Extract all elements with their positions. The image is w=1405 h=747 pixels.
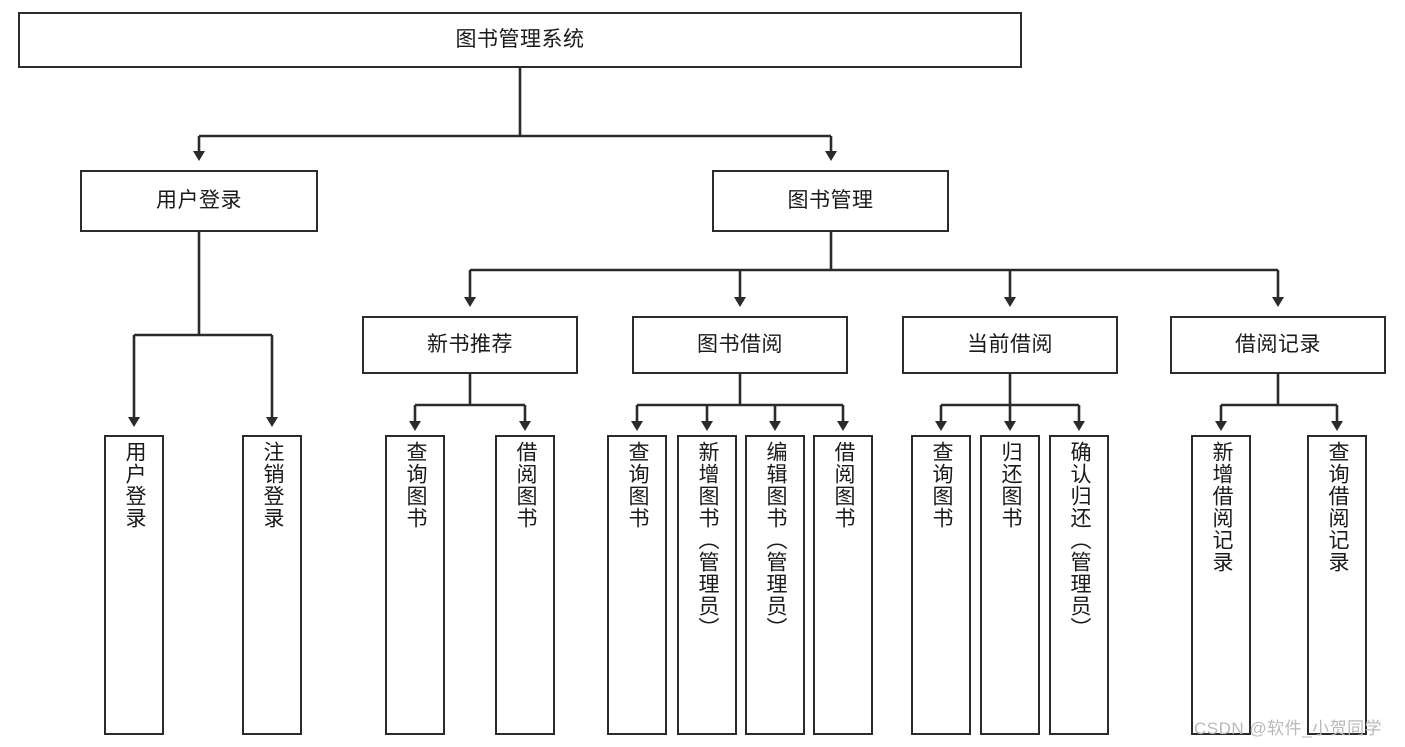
node-label: 新书推荐: [427, 332, 513, 356]
node-book-borrow[interactable]: 图书借阅: [632, 316, 848, 374]
node-label: 编辑图书（管理员）: [764, 441, 788, 639]
node-label: 图书管理系统: [455, 27, 585, 51]
leaf-recommend-borrow-book[interactable]: 借阅图书: [495, 435, 555, 735]
leaf-record-query-record[interactable]: 查询借阅记录: [1307, 435, 1367, 735]
node-label: 归还图书: [999, 441, 1023, 529]
leaf-borrow-borrow-book[interactable]: 借阅图书: [813, 435, 873, 735]
leaf-current-query-book[interactable]: 查询图书: [911, 435, 971, 735]
leaf-borrow-edit-book-admin[interactable]: 编辑图书（管理员）: [745, 435, 805, 735]
node-label: 当前借阅: [967, 332, 1053, 356]
node-label: 新增图书（管理员）: [696, 441, 720, 639]
node-label: 查询借阅记录: [1326, 441, 1350, 573]
node-user-login[interactable]: 用户登录: [80, 170, 318, 232]
leaf-record-add-record[interactable]: 新增借阅记录: [1191, 435, 1251, 735]
leaf-user-login-logout[interactable]: 注销登录: [242, 435, 302, 735]
node-label: 查询图书: [930, 441, 954, 529]
node-label: 查询图书: [404, 441, 428, 529]
node-label: 用户登录: [123, 441, 147, 529]
node-label: 新增借阅记录: [1210, 441, 1234, 573]
leaf-borrow-add-book-admin[interactable]: 新增图书（管理员）: [677, 435, 737, 735]
node-label: 借阅图书: [514, 441, 538, 529]
node-label: 确认归还（管理员）: [1068, 441, 1092, 639]
node-root-system[interactable]: 图书管理系统: [18, 12, 1022, 68]
node-book-management[interactable]: 图书管理: [712, 170, 949, 232]
node-label: 借阅图书: [832, 441, 856, 529]
node-label: 注销登录: [261, 441, 285, 529]
node-label: 图书借阅: [697, 332, 783, 356]
leaf-current-return-book[interactable]: 归还图书: [980, 435, 1040, 735]
node-label: 用户登录: [156, 188, 242, 212]
node-label: 查询图书: [626, 441, 650, 529]
node-borrow-record[interactable]: 借阅记录: [1170, 316, 1386, 374]
leaf-user-login-login[interactable]: 用户登录: [104, 435, 164, 735]
node-new-book-recommend[interactable]: 新书推荐: [362, 316, 578, 374]
watermark-text: CSDN @软件_小贺同学: [1194, 719, 1383, 738]
leaf-borrow-query-book[interactable]: 查询图书: [607, 435, 667, 735]
leaf-current-confirm-return-admin[interactable]: 确认归还（管理员）: [1049, 435, 1109, 735]
node-label: 借阅记录: [1235, 332, 1321, 356]
leaf-recommend-query-book[interactable]: 查询图书: [385, 435, 445, 735]
node-current-borrow[interactable]: 当前借阅: [902, 316, 1118, 374]
node-label: 图书管理: [787, 188, 874, 212]
